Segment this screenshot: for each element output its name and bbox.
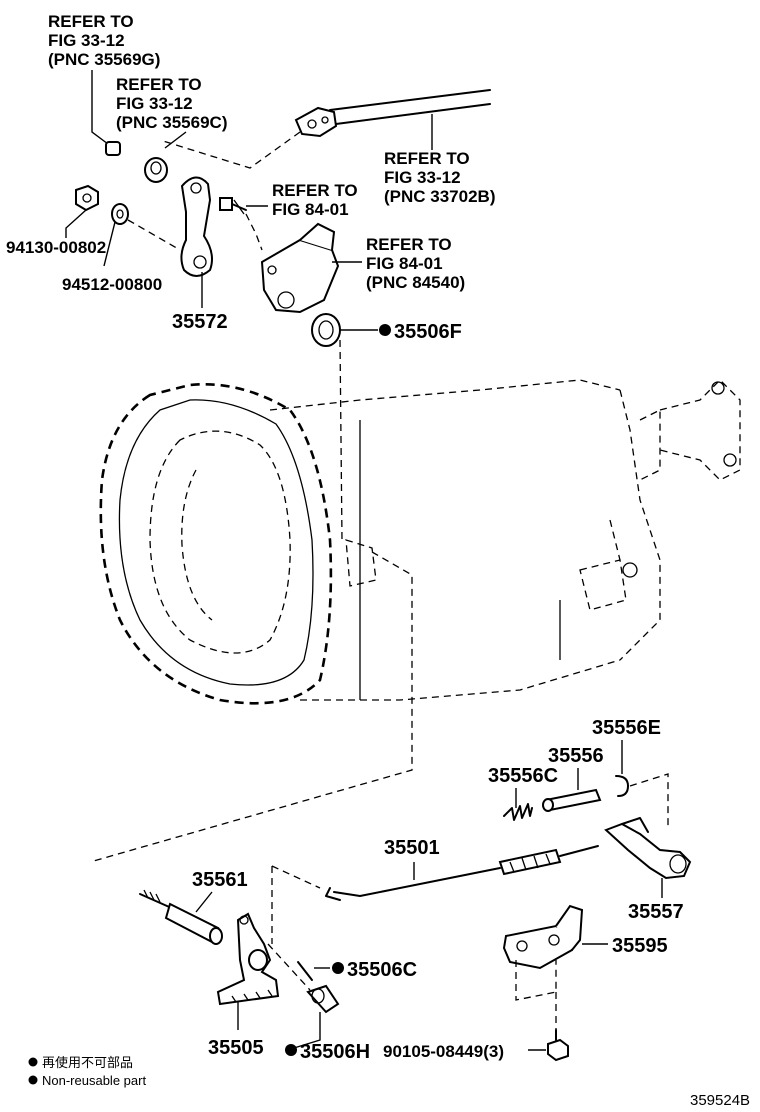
label-35595: 35595 <box>612 935 668 957</box>
ref-label-35569g: REFER TO FIG 33-12 (PNC 35569G) <box>48 12 160 69</box>
ref-84540-line1: REFER TO <box>366 235 452 254</box>
bracket-35595 <box>502 904 584 970</box>
ref-84540-line2: FIG 84-01 <box>366 254 443 273</box>
ref-fig84-line2: FIG 84-01 <box>272 200 349 219</box>
dash-case-to-shaft <box>89 551 413 863</box>
shift-cable-33702b <box>294 89 491 138</box>
label-90105: 90105-08449(3) <box>383 1042 504 1061</box>
legend-text-en: Non-reusable part <box>42 1073 146 1088</box>
label-94512: 94512-00800 <box>62 275 162 294</box>
label-35501: 35501 <box>384 837 440 859</box>
ref-35569c-line2: FIG 33-12 <box>116 94 193 113</box>
label-35557: 35557 <box>628 901 684 923</box>
label-35506c: 35506C <box>347 959 417 981</box>
label-35505: 35505 <box>208 1037 264 1059</box>
oil-seal-35506f <box>311 313 341 347</box>
figure-id: 359524B <box>690 1092 750 1109</box>
washer-94512 <box>111 203 129 225</box>
non-reusable-dot-35506c <box>332 962 344 974</box>
clip-35556e <box>615 775 629 797</box>
ref-33702b-line3: (PNC 33702B) <box>384 187 496 206</box>
dash-rod-to-lever <box>271 865 321 889</box>
legend-text-jp: 再使用不可部品 <box>42 1055 133 1070</box>
ref-33702b-line1: REFER TO <box>384 149 470 168</box>
spring-35556c <box>503 803 533 821</box>
ref-33702b-line2: FIG 33-12 <box>384 168 461 187</box>
dash-seal-to-case <box>339 339 343 541</box>
nut-35569g <box>105 141 121 156</box>
pin-35556 <box>542 788 602 812</box>
pin-35506c <box>297 961 313 981</box>
nut-94130 <box>75 184 99 212</box>
dash-bracket-to-bolt <box>515 960 557 1001</box>
manual-valve-shaft-35561 <box>139 889 223 945</box>
lever-35572 <box>180 176 213 277</box>
transmission-assembly <box>99 379 741 705</box>
neutral-start-switch-84540 <box>260 222 340 314</box>
lever-35505 <box>216 912 280 1006</box>
ref-35569g-line2: FIG 33-12 <box>48 31 125 50</box>
bracket-35557 <box>604 817 692 880</box>
ref-35569c-line1: REFER TO <box>116 75 202 94</box>
leader-94130 <box>65 209 87 238</box>
label-35572: 35572 <box>172 311 228 333</box>
bolt-90105 <box>547 1029 569 1062</box>
ref-35569g-line1: REFER TO <box>48 12 134 31</box>
dash-cable-to-bushing <box>159 131 301 169</box>
non-reusable-dot-35506h <box>285 1044 297 1056</box>
leader-35569c <box>164 131 187 149</box>
label-35556: 35556 <box>548 745 604 767</box>
non-reusable-dot-35506f <box>379 324 391 336</box>
ref-label-33702b: REFER TO FIG 33-12 (PNC 33702B) <box>384 149 496 206</box>
legend-dot-en <box>28 1075 38 1085</box>
ref-fig84-line1: REFER TO <box>272 181 358 200</box>
leader-35561 <box>195 891 213 913</box>
ref-35569g-line3: (PNC 35569G) <box>48 50 160 69</box>
label-94130: 94130-00802 <box>6 238 106 257</box>
dash-clip-to-bracket <box>629 773 669 830</box>
leader-35506h <box>293 1012 321 1049</box>
leader-35569g <box>91 70 109 145</box>
legend-dot-jp <box>28 1057 38 1067</box>
transmission-rod-35501 <box>325 845 599 901</box>
dash-washer-to-lever <box>127 219 181 251</box>
label-35561: 35561 <box>192 869 248 891</box>
bolt-fig84 <box>219 197 247 215</box>
dash-bolt-to-switch <box>245 213 263 251</box>
ref-35569c-line3: (PNC 35569C) <box>116 113 228 132</box>
ref-label-84540: REFER TO FIG 84-01 (PNC 84540) <box>366 235 465 292</box>
legend: 再使用不可部品 Non-reusable part <box>28 1055 146 1088</box>
label-35506h: 35506H <box>300 1041 370 1063</box>
label-35556e: 35556E <box>592 717 661 739</box>
label-35556c: 35556C <box>488 765 558 787</box>
ref-84540-line3: (PNC 84540) <box>366 273 465 292</box>
collar-35506h <box>306 984 340 1014</box>
dash-lever-to-collar <box>267 943 311 991</box>
bushing-35569c <box>144 157 168 183</box>
ref-label-fig84: REFER TO FIG 84-01 <box>272 181 358 219</box>
label-35506f: 35506F <box>394 321 462 343</box>
leader-94512 <box>103 221 116 267</box>
ref-label-35569c: REFER TO FIG 33-12 (PNC 35569C) <box>116 75 228 132</box>
